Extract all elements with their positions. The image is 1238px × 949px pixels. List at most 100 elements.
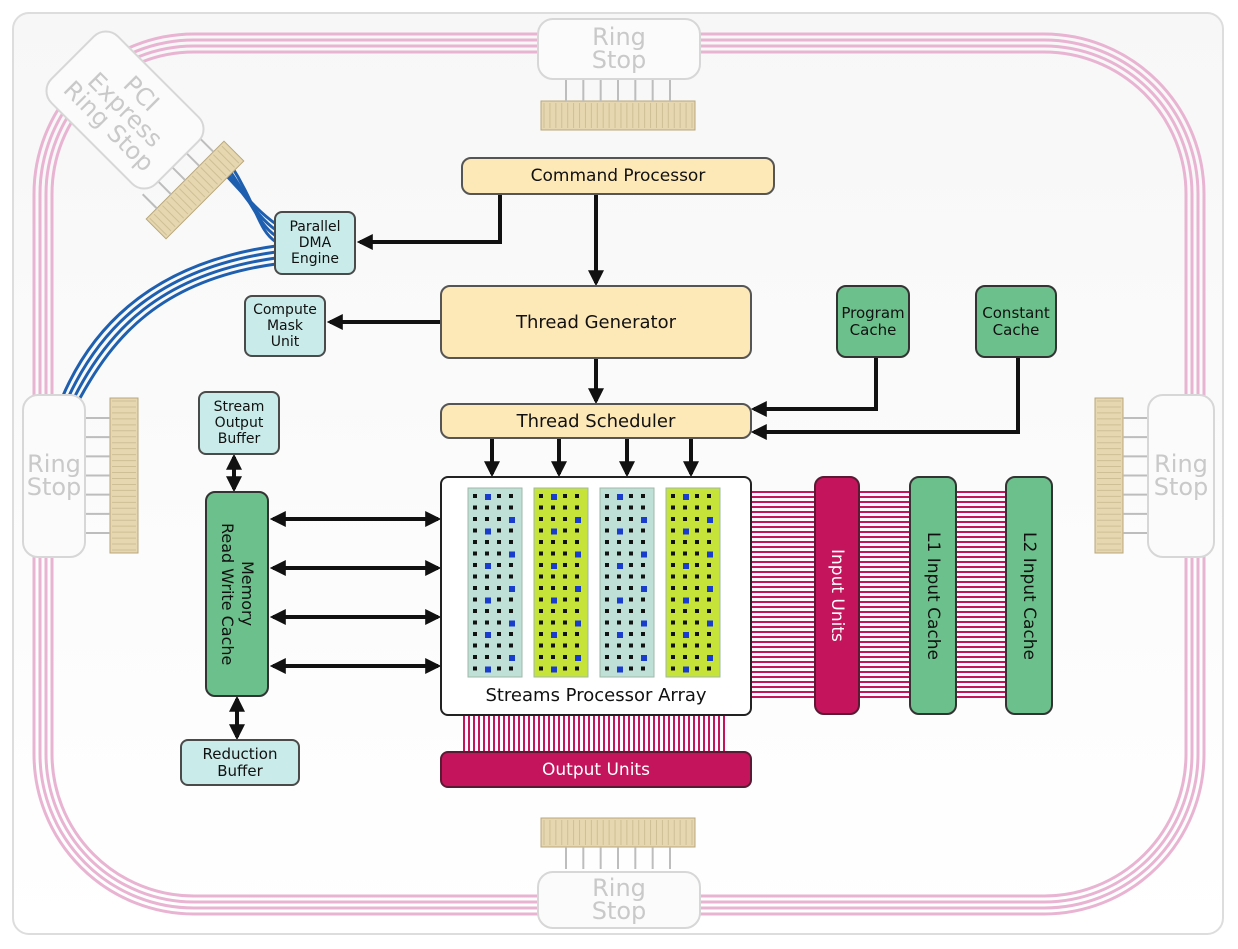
processor-unit <box>509 563 513 567</box>
processor-unit <box>695 574 699 579</box>
processor-unit-blue <box>683 632 689 638</box>
processor-unit <box>629 586 633 590</box>
processor-unit <box>671 540 675 544</box>
processor-unit-blue <box>683 494 689 500</box>
processor-unit <box>509 505 513 510</box>
processor-unit <box>473 517 477 521</box>
mask-line-2: Mask <box>266 318 304 334</box>
connector-tooth <box>200 167 218 185</box>
dma-bus-lines <box>60 158 277 399</box>
connector-tooth <box>196 171 214 189</box>
processor-unit <box>605 563 609 567</box>
processor-unit <box>695 620 699 625</box>
processor-unit <box>563 563 567 567</box>
processor-unit <box>683 620 687 625</box>
processor-unit-blue <box>617 597 623 604</box>
processor-unit <box>707 574 711 579</box>
processor-unit <box>671 655 675 659</box>
dma-line-3: Engine <box>291 251 339 267</box>
processor-unit <box>539 494 543 498</box>
processor-unit <box>629 609 633 613</box>
processor-unit <box>629 517 633 521</box>
thread-generator-label: Thread Generator <box>515 311 677 333</box>
processor-unit <box>641 643 645 648</box>
dataflow-arrows <box>226 195 1020 741</box>
processor-unit <box>551 551 555 556</box>
processor-lane <box>467 487 523 678</box>
processor-unit <box>485 609 489 613</box>
processor-unit <box>605 643 609 648</box>
processor-unit-blue <box>617 528 623 535</box>
processor-unit-blue <box>485 632 491 638</box>
dma-line-2: DMA <box>298 235 332 251</box>
processor-unit <box>539 540 543 544</box>
thread-generator: Thread Generator <box>440 285 752 359</box>
processor-lanes <box>467 487 721 678</box>
processor-unit <box>707 540 711 544</box>
processor-unit <box>485 505 489 510</box>
thread-scheduler-label: Thread Scheduler <box>516 410 676 432</box>
processor-unit <box>695 666 699 671</box>
processor-unit <box>671 620 675 625</box>
processor-unit <box>617 620 621 625</box>
processor-unit <box>473 666 477 671</box>
command-processor: Command Processor <box>461 157 775 195</box>
constant-cache-label: Constant Cache <box>982 304 1049 339</box>
arrow-program-cache-to-scheduler <box>750 358 878 417</box>
connector-pin <box>198 136 215 153</box>
connector-tooth <box>204 162 223 181</box>
processor-unit <box>473 643 477 648</box>
processor-unit <box>473 551 477 556</box>
processor-unit-blue <box>617 632 623 638</box>
processor-unit <box>617 505 621 510</box>
processor-unit-blue <box>683 597 689 604</box>
processor-unit <box>617 551 621 556</box>
processor-unit-blue <box>575 551 581 558</box>
processor-unit <box>671 517 675 521</box>
processor-unit <box>683 551 687 556</box>
processor-unit <box>497 505 501 510</box>
ring-stop-right: Ring Stop <box>1147 394 1215 558</box>
stream-output-label: Stream Output Buffer <box>214 399 265 447</box>
processor-unit <box>617 517 621 521</box>
processor-unit <box>641 574 645 579</box>
processor-unit <box>575 666 579 671</box>
processor-unit <box>671 643 675 648</box>
processor-unit <box>497 494 501 498</box>
connector-comb <box>540 100 696 131</box>
processor-unit <box>473 620 477 625</box>
reduction-buffer-label: Reduction Buffer <box>203 745 278 780</box>
processor-unit <box>605 666 609 671</box>
processor-unit <box>617 609 621 613</box>
connector-tooth <box>157 209 176 228</box>
processor-unit-blue <box>707 517 713 523</box>
processor-unit <box>575 609 579 613</box>
processor-unit-blue <box>485 563 491 569</box>
processor-unit <box>473 540 477 544</box>
processor-unit <box>707 563 711 567</box>
parallel-dma-engine: Parallel DMA Engine <box>274 211 356 275</box>
processor-unit <box>629 632 633 636</box>
processor-unit <box>485 517 489 521</box>
program-cache-label: Program Cache <box>841 304 904 339</box>
processor-unit <box>575 632 579 636</box>
processor-unit-blue <box>551 563 557 569</box>
processor-unit <box>485 574 489 579</box>
processor-unit-blue <box>551 597 557 604</box>
arrow-constant-cache-to-scheduler <box>750 358 1020 440</box>
connector-tooth <box>187 179 206 198</box>
input-output-stripes <box>463 491 1005 751</box>
processor-unit-blue <box>551 666 557 673</box>
processor-unit <box>497 563 501 567</box>
pci-connector <box>141 136 245 240</box>
processor-unit <box>707 632 711 636</box>
l1-input-cache: L1 Input Cache <box>909 476 957 715</box>
processor-unit <box>605 517 609 521</box>
processor-unit <box>473 609 477 613</box>
processor-unit-blue <box>641 655 647 661</box>
connector-tooth <box>153 213 172 232</box>
processor-unit <box>683 540 687 544</box>
processor-unit-blue <box>509 620 515 627</box>
processor-unit <box>485 586 489 590</box>
processor-unit <box>605 655 609 659</box>
